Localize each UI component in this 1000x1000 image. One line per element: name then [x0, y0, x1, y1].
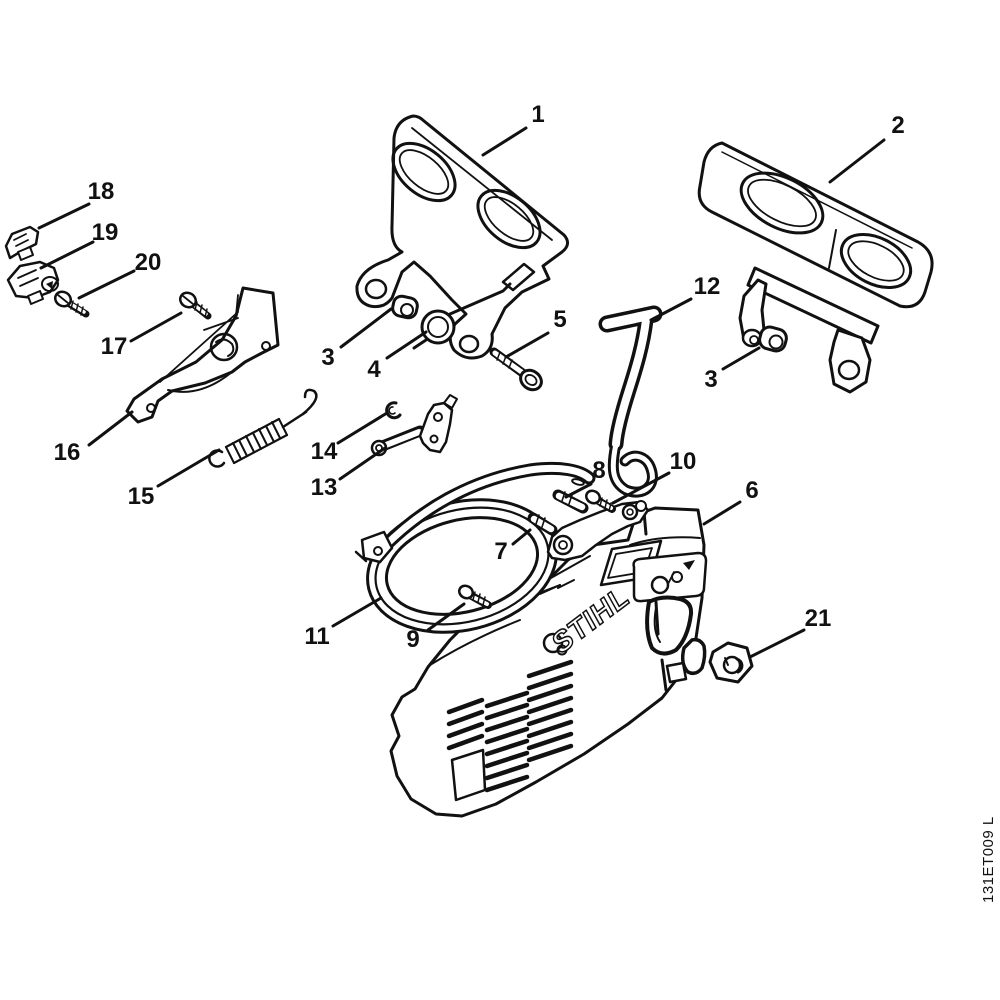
leader-line [336, 411, 389, 445]
part-link-rod [370, 394, 458, 457]
leader-line [331, 596, 383, 628]
callout-screw-10: 10 [611, 448, 697, 505]
leader-line [39, 240, 95, 270]
callout-screw-9: 9 [406, 602, 466, 653]
callout-hand-guard-front: 1 [481, 101, 545, 157]
leader-line [564, 482, 593, 499]
callout-number: 15 [128, 483, 155, 510]
part-carriage-bolt [489, 347, 543, 392]
callout-number: 11 [304, 623, 329, 650]
callout-brake-bracket: 16 [54, 410, 134, 466]
leader-line [338, 446, 387, 481]
callout-number: 9 [406, 626, 419, 653]
callout-number: 3 [321, 344, 334, 371]
leader-line [702, 500, 742, 526]
part-collar-nut [708, 641, 754, 684]
callout-number: 18 [88, 178, 115, 205]
part-tension-spring [208, 388, 318, 468]
part-brake-lever [598, 305, 663, 498]
callout-bushing-left: 3 [321, 307, 393, 371]
callout-number: 20 [135, 249, 162, 276]
part-bushing-left [391, 294, 419, 320]
callout-brake-lever: 12 [649, 273, 721, 322]
callout-number: 13 [311, 474, 338, 501]
part-sprocket-cover: STIHL [389, 506, 708, 818]
callout-number: 3 [704, 366, 717, 393]
callout-sprocket-cover: 6 [702, 477, 759, 526]
callout-connector-large: 19 [39, 219, 119, 270]
leader-line [828, 138, 886, 184]
leader-line [87, 410, 134, 447]
drawing-code: 131ET009 L [980, 816, 997, 903]
leader-line [748, 628, 806, 659]
callout-carriage-bolt: 5 [504, 306, 567, 359]
callout-link-rod: 13 [311, 446, 387, 501]
part-hand-guard-rear [697, 141, 934, 394]
leader-line [481, 126, 528, 157]
part-connector-large [6, 260, 60, 305]
part-e-clip [385, 401, 402, 420]
callout-connector-small: 18 [37, 178, 115, 230]
part-brake-band [354, 461, 596, 634]
part-screw-17 [178, 291, 212, 320]
leader-line [504, 331, 550, 359]
leader-line [37, 202, 91, 230]
callout-number: 6 [745, 477, 758, 504]
callout-screw-20: 20 [77, 249, 162, 300]
callout-number: 19 [92, 219, 119, 246]
part-screw-10 [584, 489, 616, 513]
part-pin-8 [552, 489, 589, 514]
part-connector-small [4, 225, 40, 261]
leader-line [339, 307, 393, 349]
part-pin-7 [527, 512, 558, 536]
part-screw-20 [53, 290, 90, 318]
callout-bushing-right: 3 [704, 346, 761, 393]
leader-line [385, 330, 428, 360]
leader-line [511, 528, 532, 546]
part-brake-bracket [125, 286, 280, 424]
callout-brake-band: 11 [304, 596, 383, 650]
callout-number: 12 [694, 273, 721, 300]
callout-tension-spring: 15 [128, 448, 221, 510]
callout-number: 7 [494, 538, 507, 565]
callout-number: 2 [891, 112, 904, 139]
leader-line [611, 471, 671, 505]
callout-screw-17: 17 [101, 311, 183, 360]
callout-number: 21 [805, 605, 832, 632]
callout-number: 8 [592, 457, 605, 484]
part-torsion-spring [412, 282, 512, 350]
part-screw-9 [457, 584, 492, 609]
callout-hand-guard-rear: 2 [828, 112, 905, 184]
leader-line [77, 269, 136, 300]
callout-pin-7: 7 [494, 528, 532, 565]
callout-collar-nut: 21 [748, 605, 832, 659]
leader-line [649, 297, 693, 322]
callout-number: 10 [670, 448, 697, 475]
part-hand-guard-front [355, 114, 569, 360]
callout-number: 16 [54, 439, 81, 466]
callout-e-clip: 14 [311, 411, 389, 465]
callout-number: 1 [531, 101, 544, 128]
callout-number: 14 [311, 438, 338, 465]
leader-line [156, 448, 221, 488]
vent-louvers [446, 659, 574, 793]
callout-number: 17 [101, 333, 128, 360]
part-bushing-right [758, 325, 788, 353]
leader-line [721, 346, 761, 371]
leader-line [129, 311, 183, 343]
callout-number: 4 [367, 356, 381, 383]
part-band-clamp [546, 500, 650, 562]
callout-number: 5 [553, 306, 566, 333]
leader-line [426, 602, 466, 632]
callout-pin-8: 8 [564, 457, 606, 499]
callout-torsion-spring: 4 [367, 330, 428, 383]
